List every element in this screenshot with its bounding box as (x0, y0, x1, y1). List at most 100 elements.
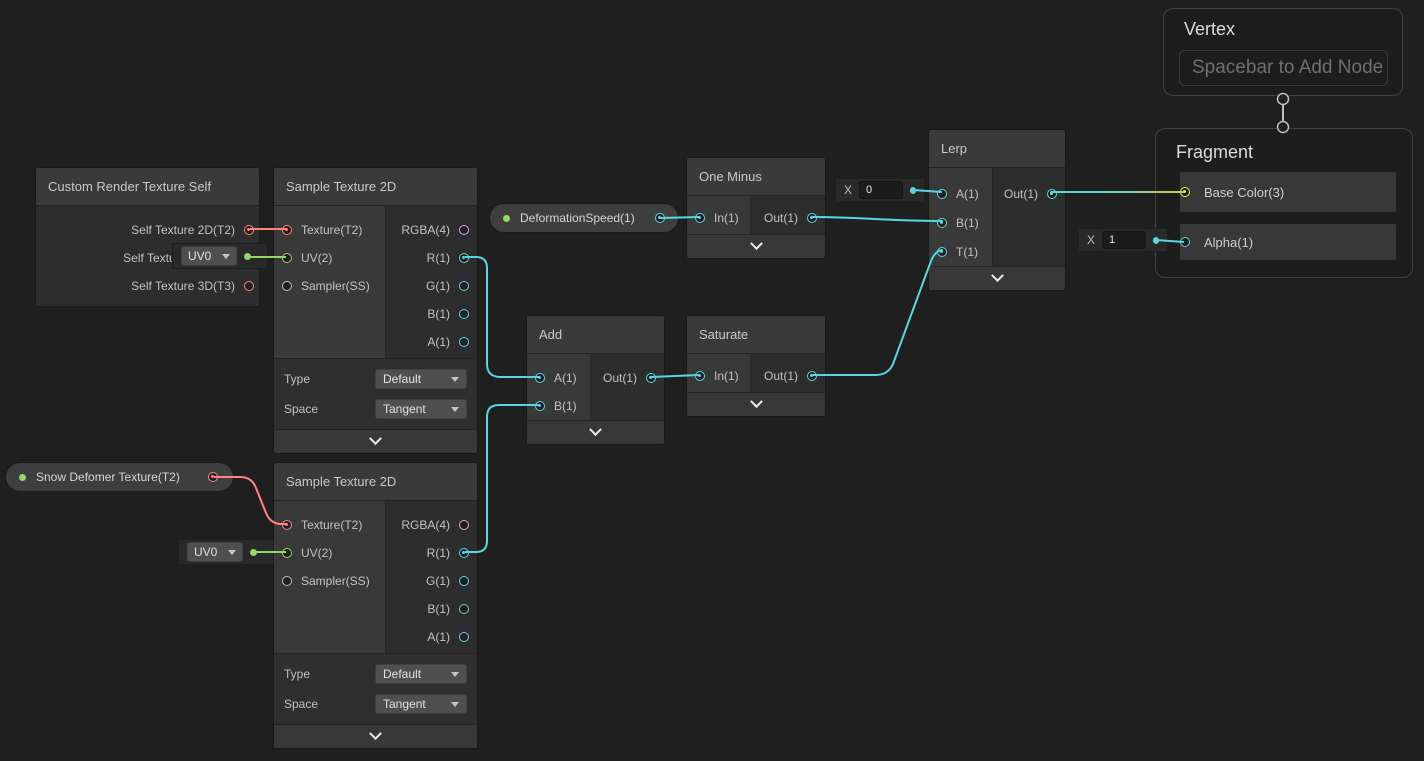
property-deformation-speed[interactable]: DeformationSpeed(1) (489, 203, 679, 233)
control-label: Space (284, 402, 319, 416)
port-row: Self Texture 3D(T3) (36, 272, 259, 300)
port-g-out[interactable] (459, 576, 469, 586)
port-texture-in[interactable] (282, 520, 292, 530)
port-label: Base Color(3) (1204, 184, 1285, 200)
port-rgba-out[interactable] (459, 520, 469, 530)
node-title: Lerp (941, 141, 968, 156)
space-dropdown[interactable]: Tangent (375, 694, 467, 714)
port-a-in[interactable] (535, 373, 545, 383)
port-r-out[interactable] (459, 548, 469, 558)
type-dropdown[interactable]: Default (375, 664, 467, 684)
port-b-in[interactable] (535, 401, 545, 411)
fragment-title: Fragment (1176, 142, 1254, 162)
uv-channel-widget-1: UV0 (172, 243, 268, 269)
port-b-out[interactable] (459, 309, 469, 319)
property-dot-icon (19, 473, 26, 481)
port-label: Out(1) (763, 369, 798, 383)
port-self-texture-2d[interactable] (244, 225, 254, 235)
port-label: T(1) (956, 244, 978, 259)
fragment-row-alpha[interactable]: Alpha(1) (1180, 224, 1396, 260)
port-in[interactable] (695, 371, 705, 381)
port-a-out[interactable] (459, 632, 469, 642)
port-self-texture-3d[interactable] (244, 281, 254, 291)
port-label: B(1) (427, 602, 450, 616)
dropdown-value: UV0 (194, 545, 218, 559)
port-sampler-in[interactable] (282, 281, 292, 291)
port-sampler-in[interactable] (282, 576, 292, 586)
port-label: G(1) (426, 279, 450, 293)
port-out[interactable] (807, 371, 817, 381)
node-fragment[interactable]: Fragment Base Color(3) Alpha(1) (1155, 128, 1413, 278)
port-out[interactable] (646, 373, 656, 383)
port-label: A(1) (427, 630, 450, 644)
connector-dot-icon (1152, 236, 1159, 244)
node-title: Sample Texture 2D (286, 179, 397, 194)
port-label: Out(1) (1003, 186, 1038, 201)
port-label: Sampler(SS) (301, 279, 370, 293)
type-dropdown[interactable]: Default (375, 369, 467, 389)
node-title-bar[interactable]: Sample Texture 2D (274, 463, 477, 501)
node-sample-texture-2d-2[interactable]: Sample Texture 2D Texture(T2) UV(2) Samp… (273, 462, 478, 749)
node-title-bar[interactable]: Saturate (687, 316, 825, 354)
port-alpha-in[interactable] (1180, 237, 1190, 247)
chevron-down-icon (369, 727, 382, 741)
collapse-strip[interactable] (929, 266, 1065, 290)
node-title-bar[interactable]: Custom Render Texture Self (36, 168, 259, 206)
wire-saturate-to-lerp-t[interactable] (812, 249, 943, 376)
uv-channel-dropdown[interactable]: UV0 (187, 542, 243, 562)
node-saturate[interactable]: Saturate In(1) Out(1) (686, 315, 826, 417)
port-b-out[interactable] (459, 604, 469, 614)
node-vertex[interactable]: Vertex Spacebar to Add Node (1163, 8, 1403, 96)
node-lerp[interactable]: Lerp A(1) B(1) T(1) Out(1) (928, 129, 1066, 291)
node-title-bar[interactable]: One Minus (687, 158, 825, 196)
connector-dot-icon (909, 186, 916, 194)
x-value-input[interactable]: 1 (1102, 231, 1146, 249)
node-title: Custom Render Texture Self (48, 179, 212, 194)
port-label: B(1) (427, 307, 450, 321)
node-custom-render-texture-self[interactable]: Custom Render Texture Self Self Texture … (35, 167, 260, 307)
wire-oneminus-to-lerp-b[interactable] (811, 216, 943, 222)
space-dropdown[interactable]: Tangent (375, 399, 467, 419)
port-b-in[interactable] (937, 217, 947, 228)
port-property-out[interactable] (208, 472, 218, 482)
port-t-in[interactable] (937, 246, 947, 257)
collapse-strip[interactable] (274, 429, 477, 453)
port-in[interactable] (695, 213, 705, 223)
node-add[interactable]: Add A(1) B(1) Out(1) (526, 315, 665, 445)
fragment-row-base-color[interactable]: Base Color(3) (1180, 172, 1396, 212)
port-out[interactable] (1047, 188, 1057, 199)
port-texture-in[interactable] (282, 225, 292, 235)
port-a-out[interactable] (459, 337, 469, 347)
chevron-down-icon (369, 432, 382, 446)
port-base-color-in[interactable] (1180, 187, 1190, 197)
port-uv-in[interactable] (282, 548, 292, 558)
collapse-strip[interactable] (687, 392, 825, 416)
node-sample-texture-2d-1[interactable]: Sample Texture 2D Texture(T2) UV(2) Samp… (273, 167, 478, 454)
collapse-strip[interactable] (527, 420, 664, 444)
port-uv-in[interactable] (282, 253, 292, 263)
vertex-title: Vertex (1184, 19, 1236, 39)
dropdown-arrow-icon (451, 376, 459, 382)
port-property-out[interactable] (655, 213, 665, 223)
collapse-strip[interactable] (687, 234, 825, 258)
node-one-minus[interactable]: One Minus In(1) Out(1) (686, 157, 826, 259)
port-out[interactable] (807, 213, 817, 223)
port-rgba-out[interactable] (459, 225, 469, 235)
uv-channel-dropdown[interactable]: UV0 (181, 246, 237, 266)
port-a-in[interactable] (937, 188, 947, 199)
property-snow-deformer-texture[interactable]: Snow Defomer Texture(T2) (5, 462, 234, 492)
port-r-out[interactable] (459, 253, 469, 263)
port-row: Self Texture 2D(T2) (36, 216, 259, 244)
dropdown-value: Tangent (383, 402, 426, 416)
x-value-input[interactable]: 0 (859, 181, 903, 199)
chevron-down-icon (990, 269, 1004, 283)
port-label: R(1) (426, 251, 450, 265)
dropdown-arrow-icon (451, 701, 459, 707)
add-node-placeholder[interactable]: Spacebar to Add Node (1179, 50, 1388, 86)
node-title-bar[interactable]: Lerp (929, 130, 1065, 168)
node-title-bar[interactable]: Sample Texture 2D (274, 168, 477, 206)
collapse-strip[interactable] (274, 724, 477, 748)
port-g-out[interactable] (459, 281, 469, 291)
node-title-bar[interactable]: Add (527, 316, 664, 354)
